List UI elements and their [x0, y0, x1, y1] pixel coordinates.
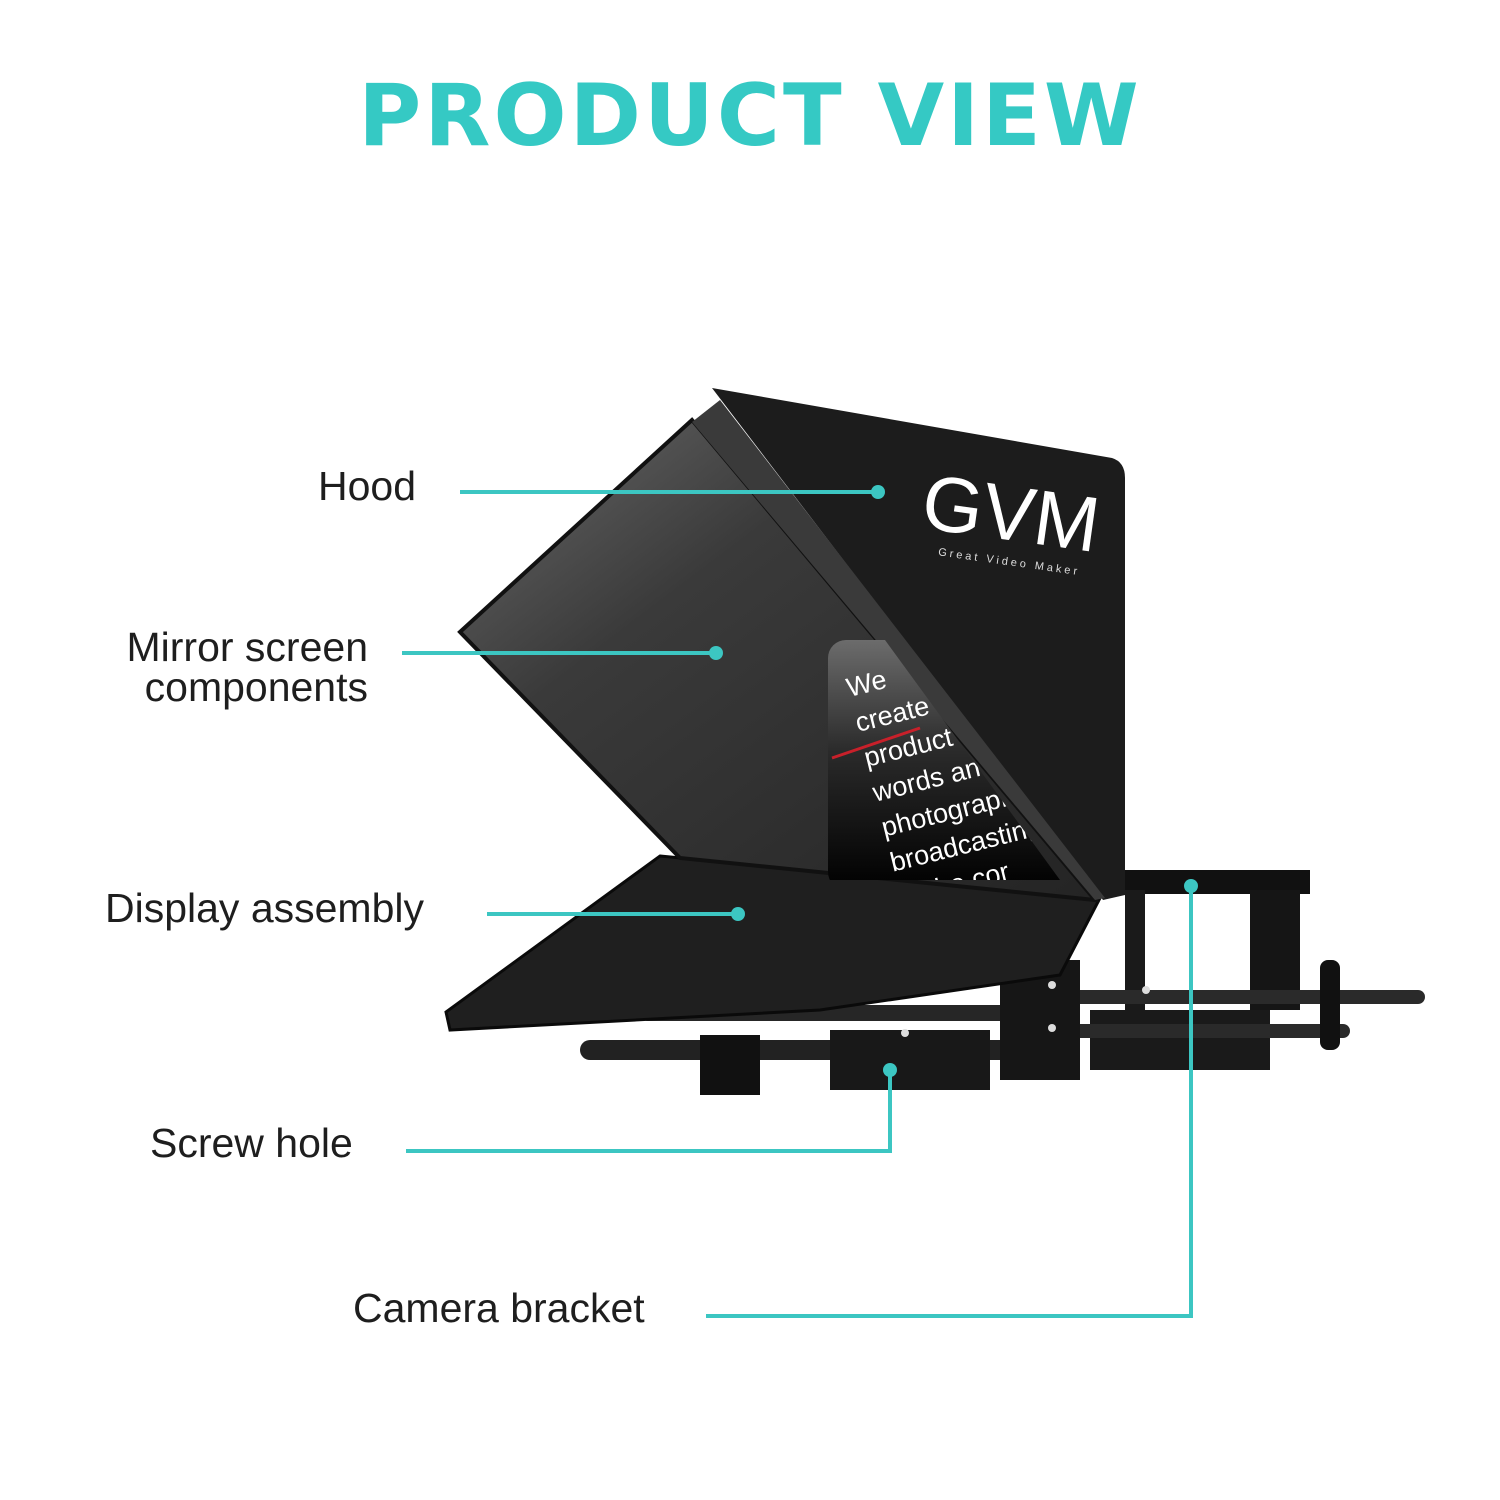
label-screw-hole: Screw hole	[150, 1120, 353, 1166]
label-display-assembly: Display assembly	[105, 885, 424, 931]
label-mirror-line1: Mirror screen	[126, 624, 368, 670]
page-title: PRODUCT VIEW	[358, 66, 1142, 166]
leader-camera-bracket	[706, 886, 1193, 1318]
hood	[712, 388, 1125, 900]
label-hood: Hood	[318, 463, 417, 509]
label-mirror-screen: Mirror screen components	[126, 624, 368, 710]
leader-dots	[709, 485, 1198, 1077]
label-mirror-line2: components	[144, 664, 368, 710]
camera-bracket	[1060, 870, 1425, 1070]
label-camera-bracket: Camera bracket	[353, 1285, 645, 1331]
leader-screw-hole	[406, 1070, 892, 1153]
leader-lines	[402, 490, 1193, 1318]
